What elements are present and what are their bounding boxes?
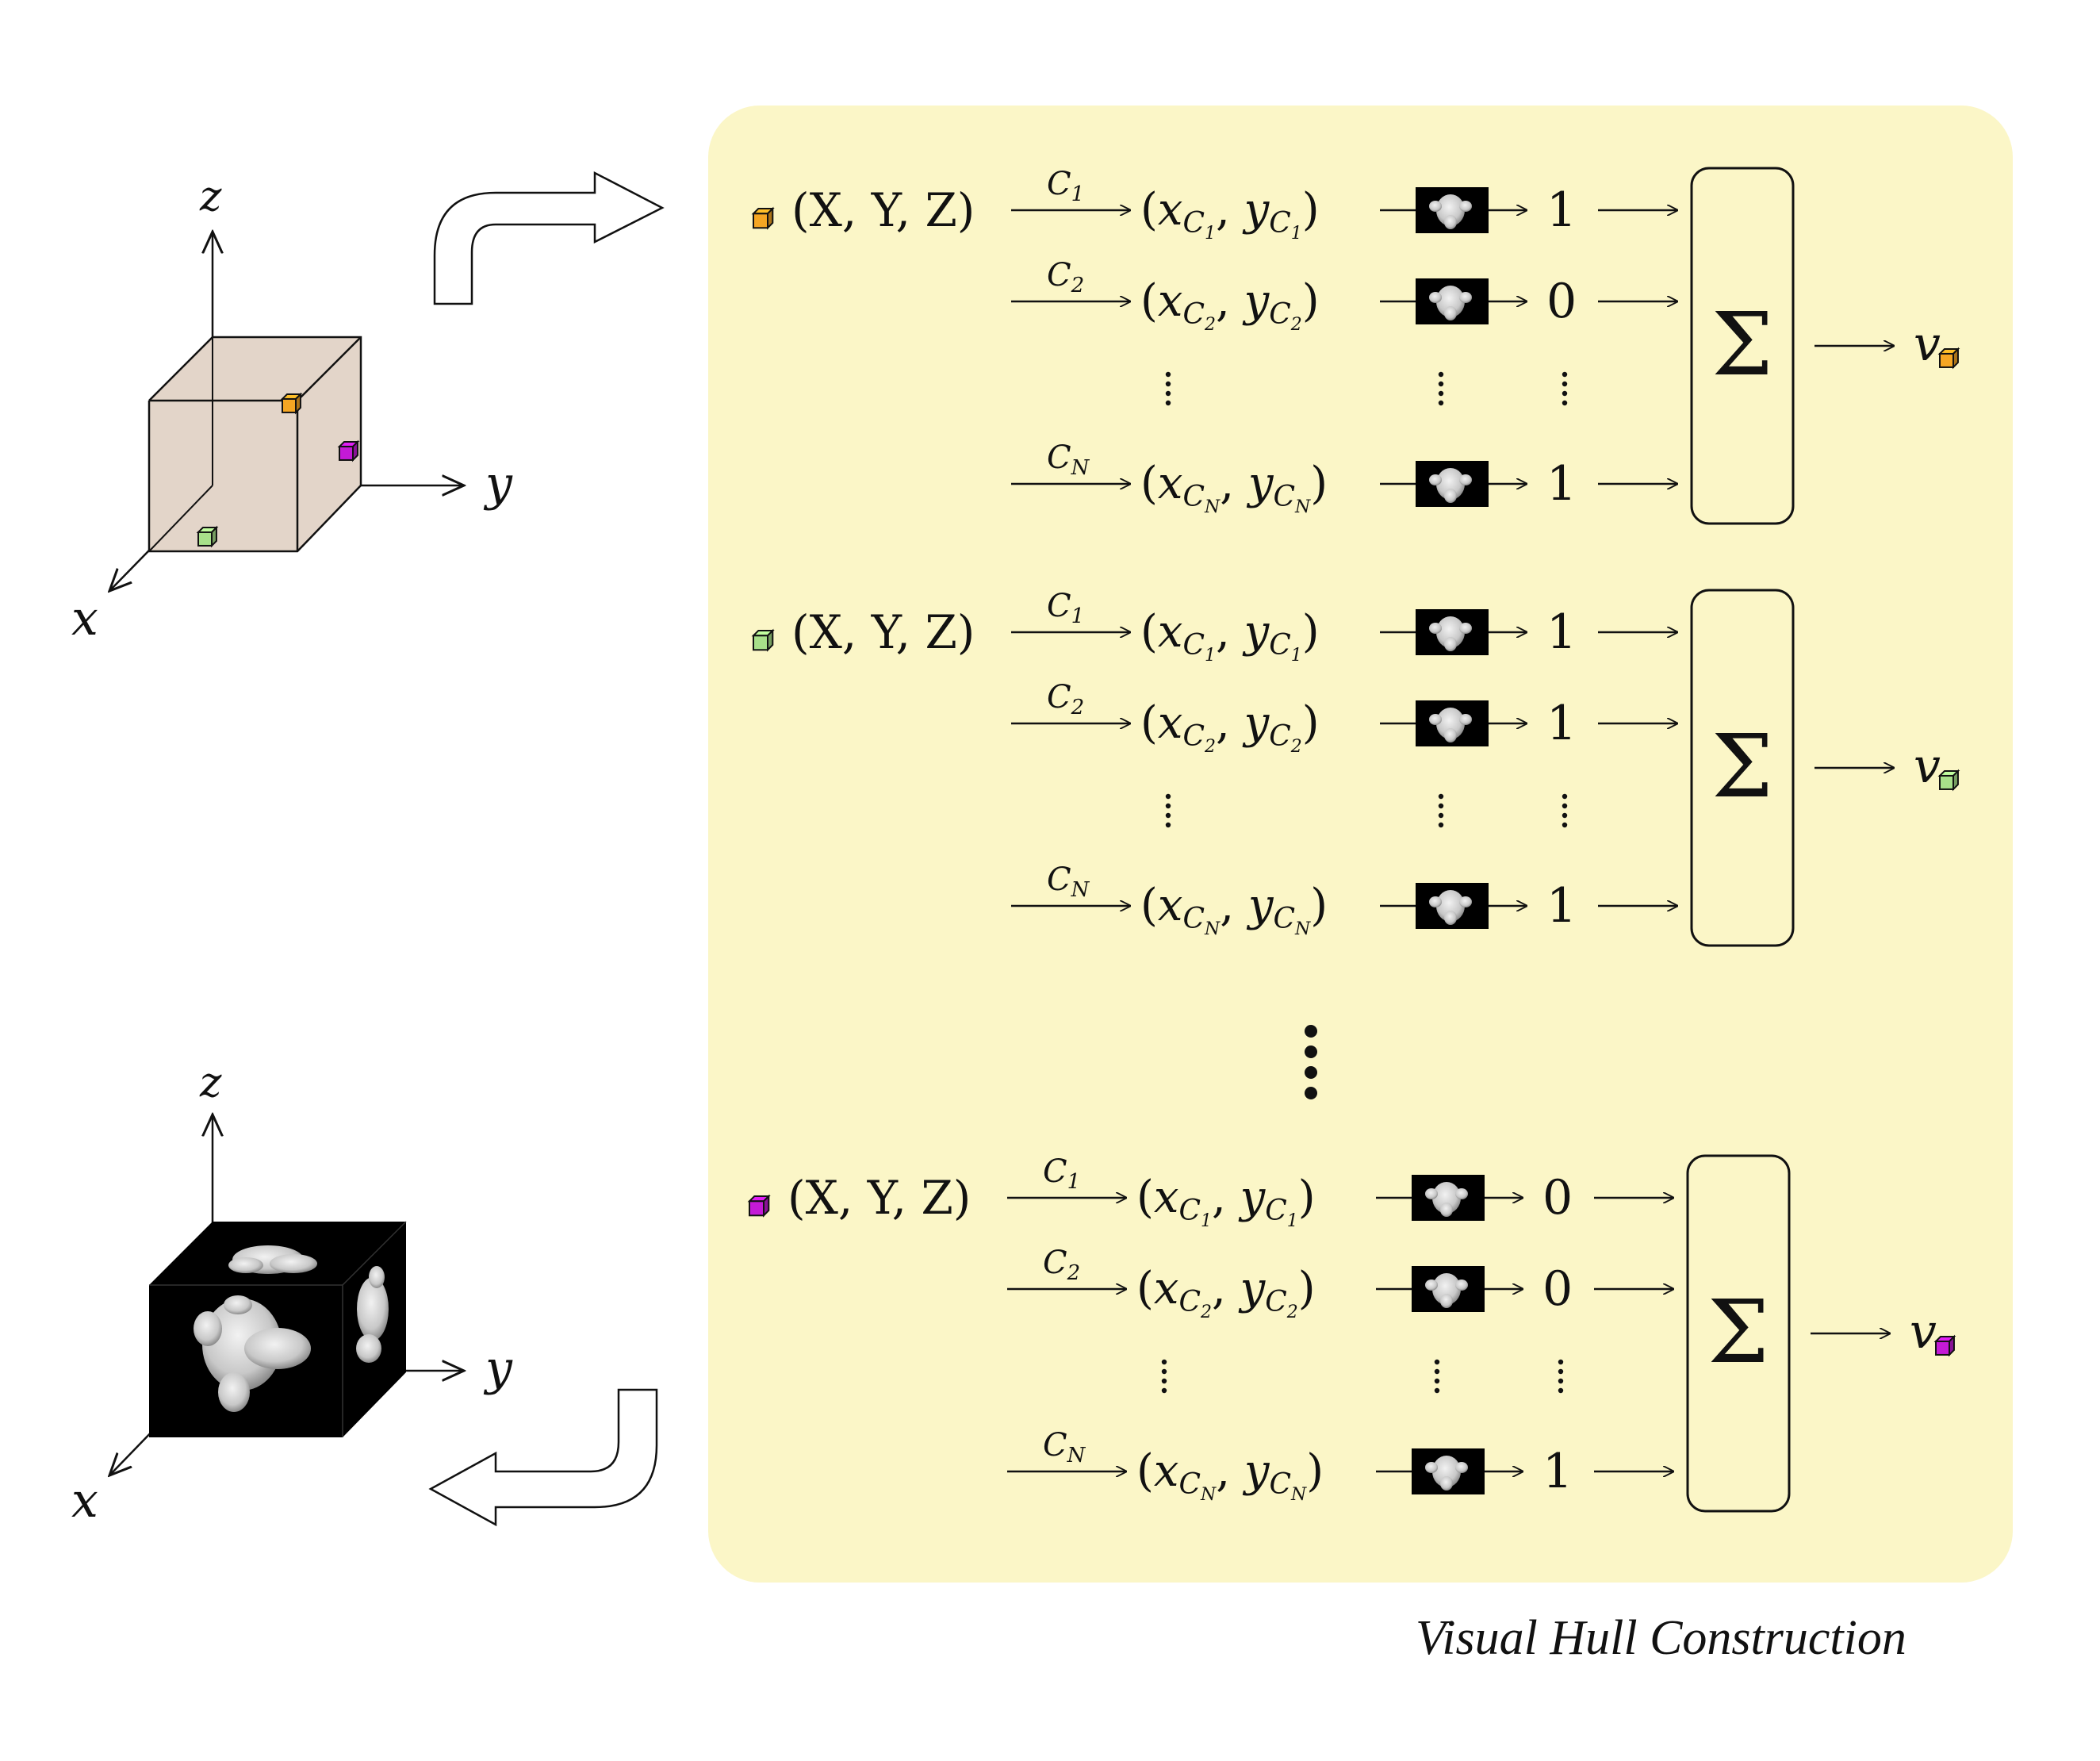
occupancy-bit: 1	[1546, 182, 1577, 238]
projection-row-n: CN (xCN, yCN) 1	[1011, 861, 1677, 939]
green-voxel-icon	[196, 525, 219, 548]
occupancy-bit: 0	[1542, 1170, 1573, 1226]
point-label: (X, Y, Z)	[791, 605, 975, 659]
z-axis-label: z	[199, 173, 222, 221]
occupancy-output: v	[1914, 739, 1941, 794]
voxel-group-3: (X, Y, Z)C1(xC1, yC1)0C2(xC2, yC2)0CN(xC…	[747, 1153, 1956, 1513]
sum-symbol: Σ	[1707, 1281, 1769, 1383]
voxel-group-2: (X, Y, Z)C1(xC1, yC1)1C2(xC2, yC2)1CN(xC…	[751, 588, 1960, 947]
result-cube: z y x	[71, 1059, 513, 1529]
projected-point: (xC2, yC2)	[1136, 1263, 1316, 1322]
occupancy-bit: 0	[1542, 1261, 1573, 1317]
sum-symbol: Σ	[1711, 294, 1773, 395]
silhouette-thumbnail	[1416, 883, 1489, 929]
projection-row-2: C2 (xC2, yC2) 0	[1011, 257, 1677, 335]
x-axis-label: x	[71, 591, 98, 646]
silhouette-thumbnail	[1412, 1175, 1485, 1221]
occupancy-bit: 1	[1546, 604, 1577, 660]
sum-box	[1690, 589, 1795, 947]
magenta-voxel	[337, 439, 360, 462]
row-ellipsis	[1161, 1359, 1564, 1394]
projected-point: (xCN, yCN)	[1140, 458, 1328, 517]
silhouette-thumbnail	[1416, 461, 1489, 507]
sum-symbol: Σ	[1711, 716, 1773, 817]
orange-voxel-icon	[280, 392, 303, 415]
projection-row-n: CN(xCN, yCN)1	[1007, 1427, 1673, 1505]
occupancy-bit: 0	[1546, 274, 1577, 329]
projected-point: (xC2, yC2)	[1140, 697, 1320, 757]
projected-point: (xC2, yC2)	[1140, 275, 1320, 335]
projection-row-1: C1(xC1, yC1)0	[1007, 1153, 1673, 1231]
monkey-side-projection	[356, 1266, 389, 1363]
camera-label: C2	[1047, 257, 1084, 297]
sum-box	[1690, 167, 1795, 525]
projected-point: (xCN, yCN)	[1140, 880, 1328, 939]
occupancy-bit: 1	[1546, 878, 1577, 934]
orange-voxel-icon	[751, 206, 775, 230]
orange-voxel-subscript-icon	[1937, 347, 1960, 370]
silhouette-thumbnail	[1412, 1266, 1485, 1312]
point-label: (X, Y, Z)	[788, 1171, 971, 1225]
projected-point: (xCN, yCN)	[1136, 1445, 1324, 1505]
magenta-voxel-subscript-icon	[1933, 1334, 1956, 1357]
green-voxel	[196, 525, 219, 548]
projection-row-1: C1(xC1, yC1)1	[1011, 588, 1677, 666]
magenta-voxel-icon	[747, 1194, 771, 1218]
projected-point: (xC1, yC1)	[1140, 184, 1320, 244]
camera-label: CN	[1047, 861, 1090, 902]
silhouette-thumbnail	[1416, 187, 1489, 233]
green-voxel-icon	[751, 628, 775, 652]
silhouette-thumbnail	[1416, 609, 1489, 655]
sum-box	[1686, 1154, 1791, 1513]
output-bent-arrow	[428, 1388, 658, 1527]
projection-row-2: C2(xC2, yC2)0	[1007, 1245, 1673, 1322]
occupancy-bit: 1	[1546, 456, 1577, 512]
orange-voxel	[280, 392, 303, 415]
input-bent-arrow	[433, 171, 665, 305]
silhouette-thumbnail	[1412, 1448, 1485, 1494]
silhouette-thumbnail	[1416, 278, 1489, 324]
monkey-front-projection	[194, 1295, 311, 1412]
projection-row-2: C2(xC2, yC2)1	[1011, 679, 1677, 757]
projection-row-1: C1 (xC1, yC1) 1	[1011, 166, 1677, 244]
silhouette-thumbnail	[1416, 700, 1489, 746]
row-ellipsis	[1165, 793, 1568, 828]
voxel-grid-cube: z y x	[71, 173, 513, 646]
monkey-top-projection	[228, 1245, 317, 1274]
group-ellipsis	[1305, 1025, 1317, 1099]
process-panel	[708, 106, 2013, 1583]
green-voxel-subscript-icon	[1937, 769, 1960, 792]
occupancy-bit: 1	[1546, 696, 1577, 751]
occupancy-output: v	[1910, 1304, 1937, 1360]
x-axis-label: x	[71, 1473, 98, 1529]
voxel-group-1: (X, Y, Z)C1(xC1, yC1)1C2(xC2, yC2)0CN(xC…	[751, 166, 1960, 525]
caption: Visual Hull Construction	[1416, 1611, 1906, 1665]
point-label: (X, Y, Z)	[791, 183, 975, 237]
z-axis-label: z	[199, 1059, 222, 1107]
camera-label: C1	[1047, 166, 1084, 206]
row-ellipsis	[1165, 371, 1568, 406]
occupancy-bit: 1	[1542, 1444, 1573, 1499]
y-axis-label: y	[483, 456, 513, 512]
projected-point: (xC1, yC1)	[1140, 606, 1320, 666]
occupancy-output: v	[1914, 317, 1941, 372]
magenta-voxel-icon	[337, 439, 360, 462]
y-axis-label: y	[483, 1341, 513, 1396]
projected-point: (xC1, yC1)	[1136, 1172, 1316, 1231]
